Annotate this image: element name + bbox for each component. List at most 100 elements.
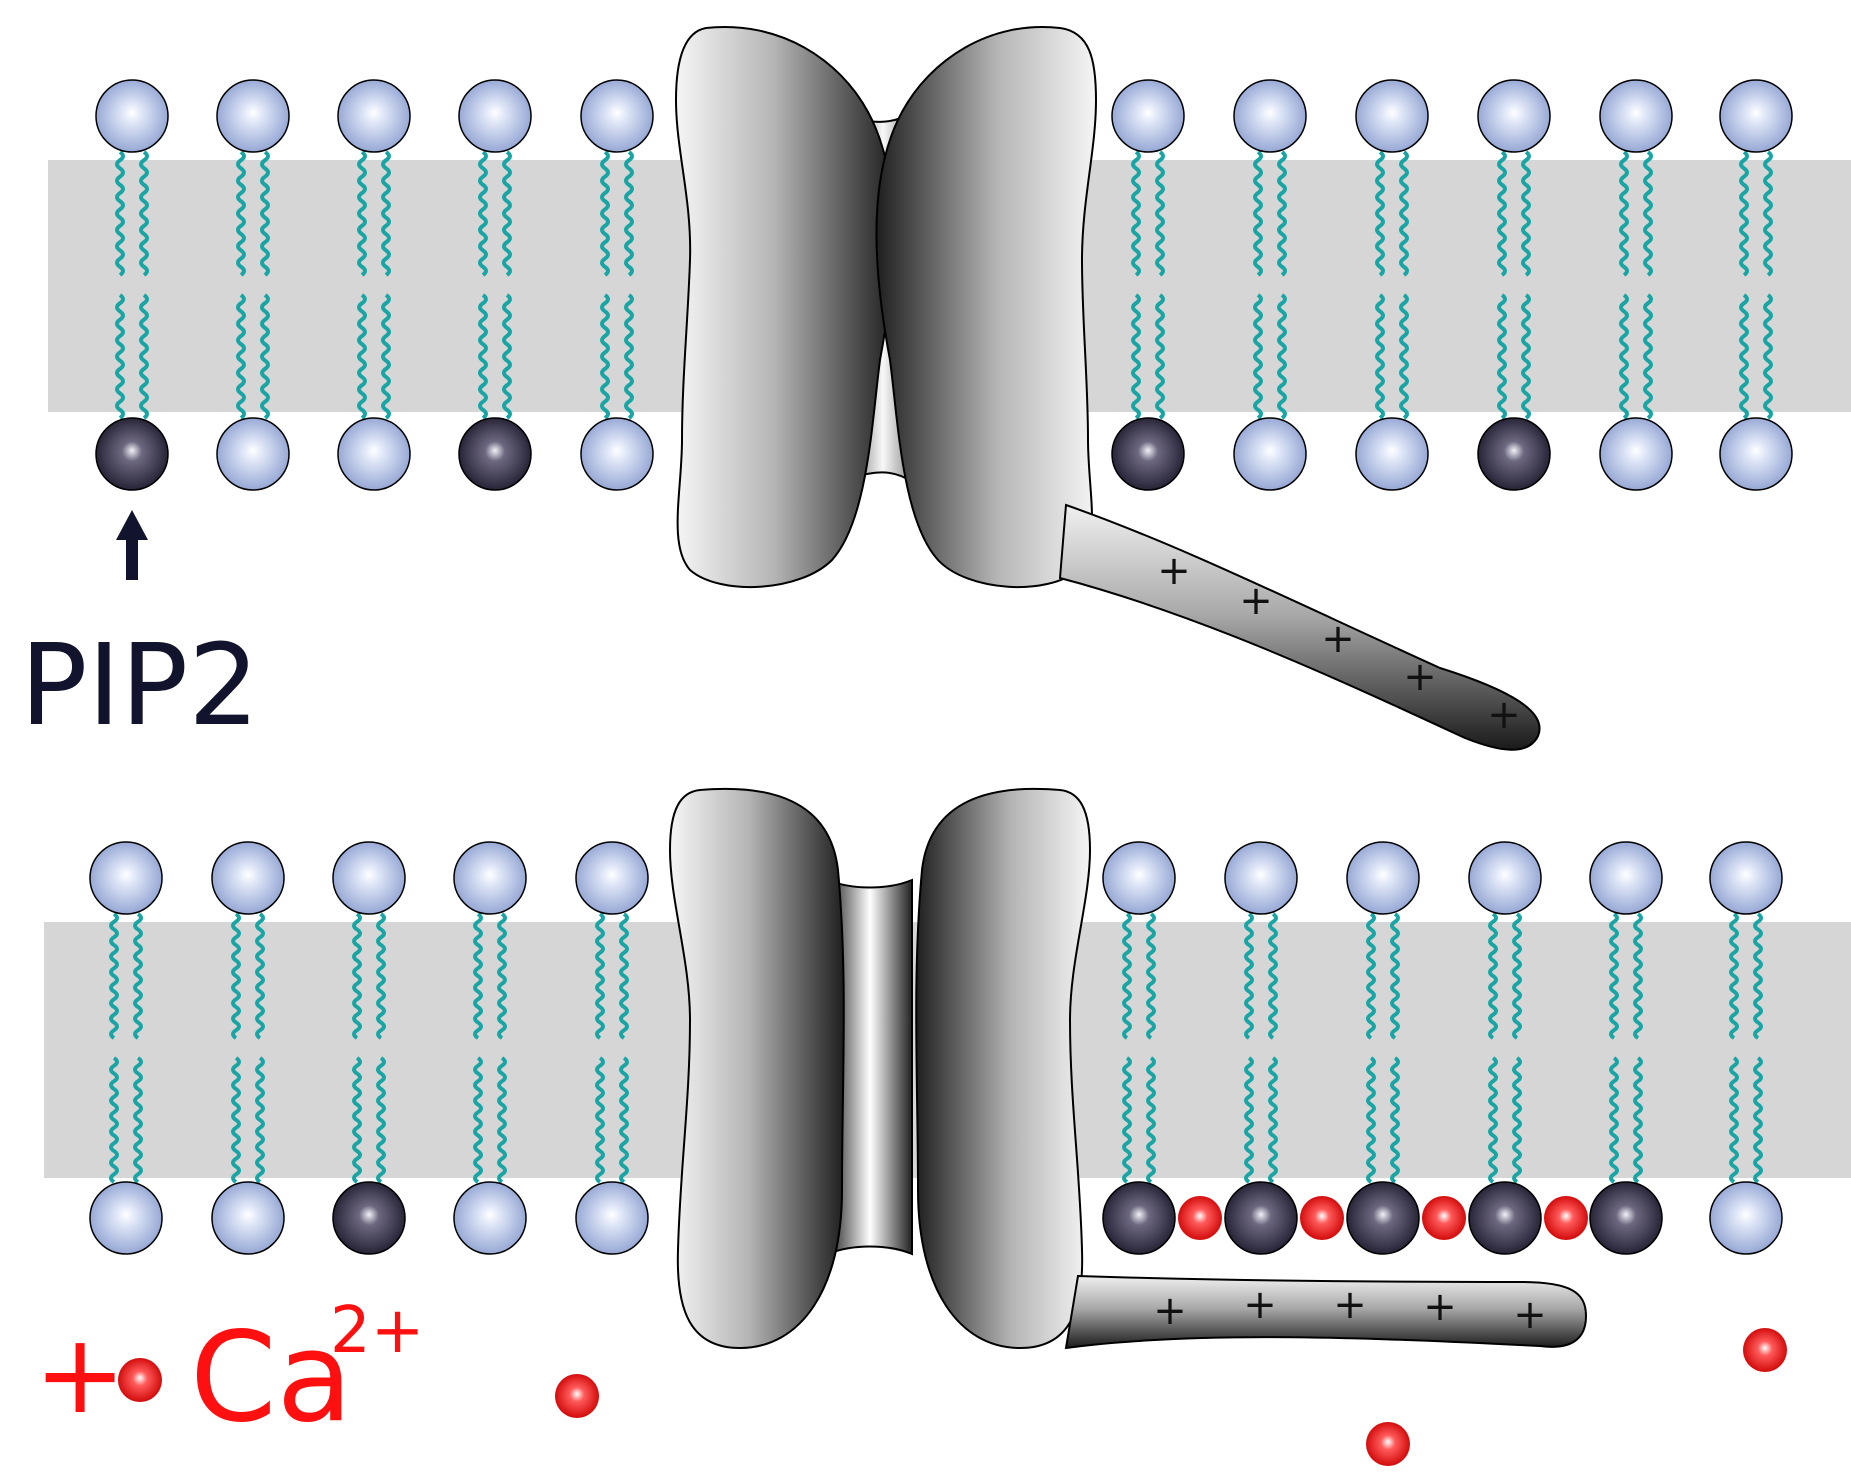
lipid-tail-upper bbox=[600, 150, 610, 277]
pip2-arrow-head bbox=[116, 510, 148, 540]
lipid-head-normal bbox=[1111, 79, 1185, 153]
calcium-ion-free bbox=[555, 1374, 599, 1418]
lipid-tail-upper bbox=[1521, 150, 1531, 277]
lipid-head-normal bbox=[453, 1181, 527, 1255]
lipid-head-pip2 bbox=[1346, 1181, 1420, 1255]
lipid-tail-lower bbox=[1739, 293, 1749, 420]
lipid-tail-lower bbox=[502, 293, 512, 420]
lipid-tail-lower bbox=[381, 293, 391, 420]
lipid-tail-lower bbox=[600, 293, 610, 420]
lipid-tail-lower bbox=[1643, 293, 1653, 420]
lipid-tail-upper bbox=[1146, 912, 1156, 1040]
lipid-head-normal bbox=[337, 79, 411, 153]
channel-subunit-right bbox=[875, 26, 1098, 589]
lipid-head-normal bbox=[1599, 417, 1673, 491]
lipid-tail-upper bbox=[1277, 150, 1287, 277]
lipid-tail-upper bbox=[1122, 912, 1132, 1040]
lipid-tail-upper bbox=[255, 912, 265, 1040]
pip2-label: PIP2 bbox=[20, 621, 259, 751]
lipid-tail-upper bbox=[473, 912, 483, 1040]
lipid-head-normal bbox=[1709, 1181, 1783, 1255]
lipid-head-normal bbox=[1599, 79, 1673, 153]
lipid-tail-lower bbox=[1155, 293, 1165, 420]
lipid-head-normal bbox=[1224, 841, 1298, 915]
lipid-head-normal bbox=[1355, 79, 1429, 153]
lipid-tail-lower bbox=[1763, 293, 1773, 420]
lipid-tail-upper bbox=[1366, 912, 1376, 1040]
calcium-ion-bridging bbox=[1422, 1196, 1466, 1240]
lipid-tail-lower bbox=[1268, 1056, 1278, 1184]
lipid-head-pip2 bbox=[1477, 417, 1551, 491]
channel-pore-open bbox=[827, 878, 913, 1256]
lipid-head-normal bbox=[1709, 841, 1783, 915]
lipid-headgroups bbox=[89, 79, 1793, 1255]
pip2-pointer: PIP2 bbox=[20, 510, 259, 751]
calcium-legend-label: Ca bbox=[190, 1306, 353, 1450]
lipid-tail-lower bbox=[139, 293, 149, 420]
lipid-tail-upper bbox=[502, 150, 512, 277]
lipid-tail-lower bbox=[352, 1056, 362, 1184]
calcium-legend-ion bbox=[118, 1358, 162, 1402]
positive-charge: + bbox=[1239, 578, 1273, 624]
lipid-tail-lower bbox=[1366, 1056, 1376, 1184]
lipid-tail-lower bbox=[1146, 1056, 1156, 1184]
lipid-tail-lower bbox=[1521, 293, 1531, 420]
lipid-tail-upper bbox=[624, 150, 634, 277]
channel-subunit-left-open bbox=[668, 787, 845, 1350]
lipid-tail-upper bbox=[1763, 150, 1773, 277]
lipid-tail-lower bbox=[473, 1056, 483, 1184]
lipid-tail-lower bbox=[357, 293, 367, 420]
lipid-tail-lower bbox=[1399, 293, 1409, 420]
lipid-head-normal bbox=[453, 841, 527, 915]
lipid-head-normal bbox=[1589, 841, 1663, 915]
ion-channel-open: +++++ bbox=[668, 787, 1588, 1350]
positive-charge: + bbox=[1487, 692, 1521, 738]
lipid-head-normal bbox=[580, 417, 654, 491]
lipid-head-normal bbox=[216, 417, 290, 491]
lipid-tail-upper bbox=[133, 912, 143, 1040]
positive-charge: + bbox=[1157, 548, 1191, 594]
lipid-tail-upper bbox=[1155, 150, 1165, 277]
channel-subunit-left bbox=[674, 26, 895, 589]
channel-subunit-right-open bbox=[915, 787, 1092, 1350]
lipid-head-normal bbox=[89, 841, 163, 915]
lipid-head-pip2 bbox=[1102, 1181, 1176, 1255]
lipid-head-normal bbox=[216, 79, 290, 153]
lipid-tail-lower bbox=[619, 1056, 629, 1184]
lipid-tail-upper bbox=[478, 150, 488, 277]
lipid-tail-upper bbox=[1619, 150, 1629, 277]
lipid-head-normal bbox=[580, 79, 654, 153]
calcium-legend-plus: + bbox=[34, 1310, 126, 1438]
lipid-tail-lower bbox=[1633, 1056, 1643, 1184]
tail-charges-bottom: +++++ bbox=[1153, 1282, 1547, 1338]
lipid-tail-upper bbox=[376, 912, 386, 1040]
ion-channel-closed: +++++ bbox=[674, 26, 1541, 751]
lipid-head-normal bbox=[1719, 79, 1793, 153]
positive-charge: + bbox=[1513, 1292, 1547, 1338]
lipid-head-normal bbox=[575, 1181, 649, 1255]
lipid-tail-lower bbox=[260, 293, 270, 420]
lipid-tail-lower bbox=[376, 1056, 386, 1184]
calcium-legend-charge: 2+ bbox=[330, 1294, 424, 1368]
lipid-head-normal bbox=[1468, 841, 1542, 915]
lipid-tail-lower bbox=[1619, 293, 1629, 420]
lipid-tail-lower bbox=[497, 1056, 507, 1184]
calcium-ion-bridging bbox=[1544, 1196, 1588, 1240]
lipid-tail-upper bbox=[109, 912, 119, 1040]
lipid-tail-lower bbox=[236, 293, 246, 420]
lipid-tail-upper bbox=[1643, 150, 1653, 277]
lipid-tail-upper bbox=[260, 150, 270, 277]
calcium-ion-free bbox=[1743, 1328, 1787, 1372]
lipid-tail-lower bbox=[1512, 1056, 1522, 1184]
positive-charge: + bbox=[1403, 654, 1437, 700]
lipid-tail-lower bbox=[1729, 1056, 1739, 1184]
lipid-tail-upper bbox=[115, 150, 125, 277]
lipid-tail-lower bbox=[1244, 1056, 1254, 1184]
lipid-tail-upper bbox=[1512, 912, 1522, 1040]
lipid-head-normal bbox=[332, 841, 406, 915]
lipid-head-normal bbox=[1477, 79, 1551, 153]
lipid-tail-lower bbox=[595, 1056, 605, 1184]
lipid-head-normal bbox=[211, 1181, 285, 1255]
lipid-tail-upper bbox=[236, 150, 246, 277]
